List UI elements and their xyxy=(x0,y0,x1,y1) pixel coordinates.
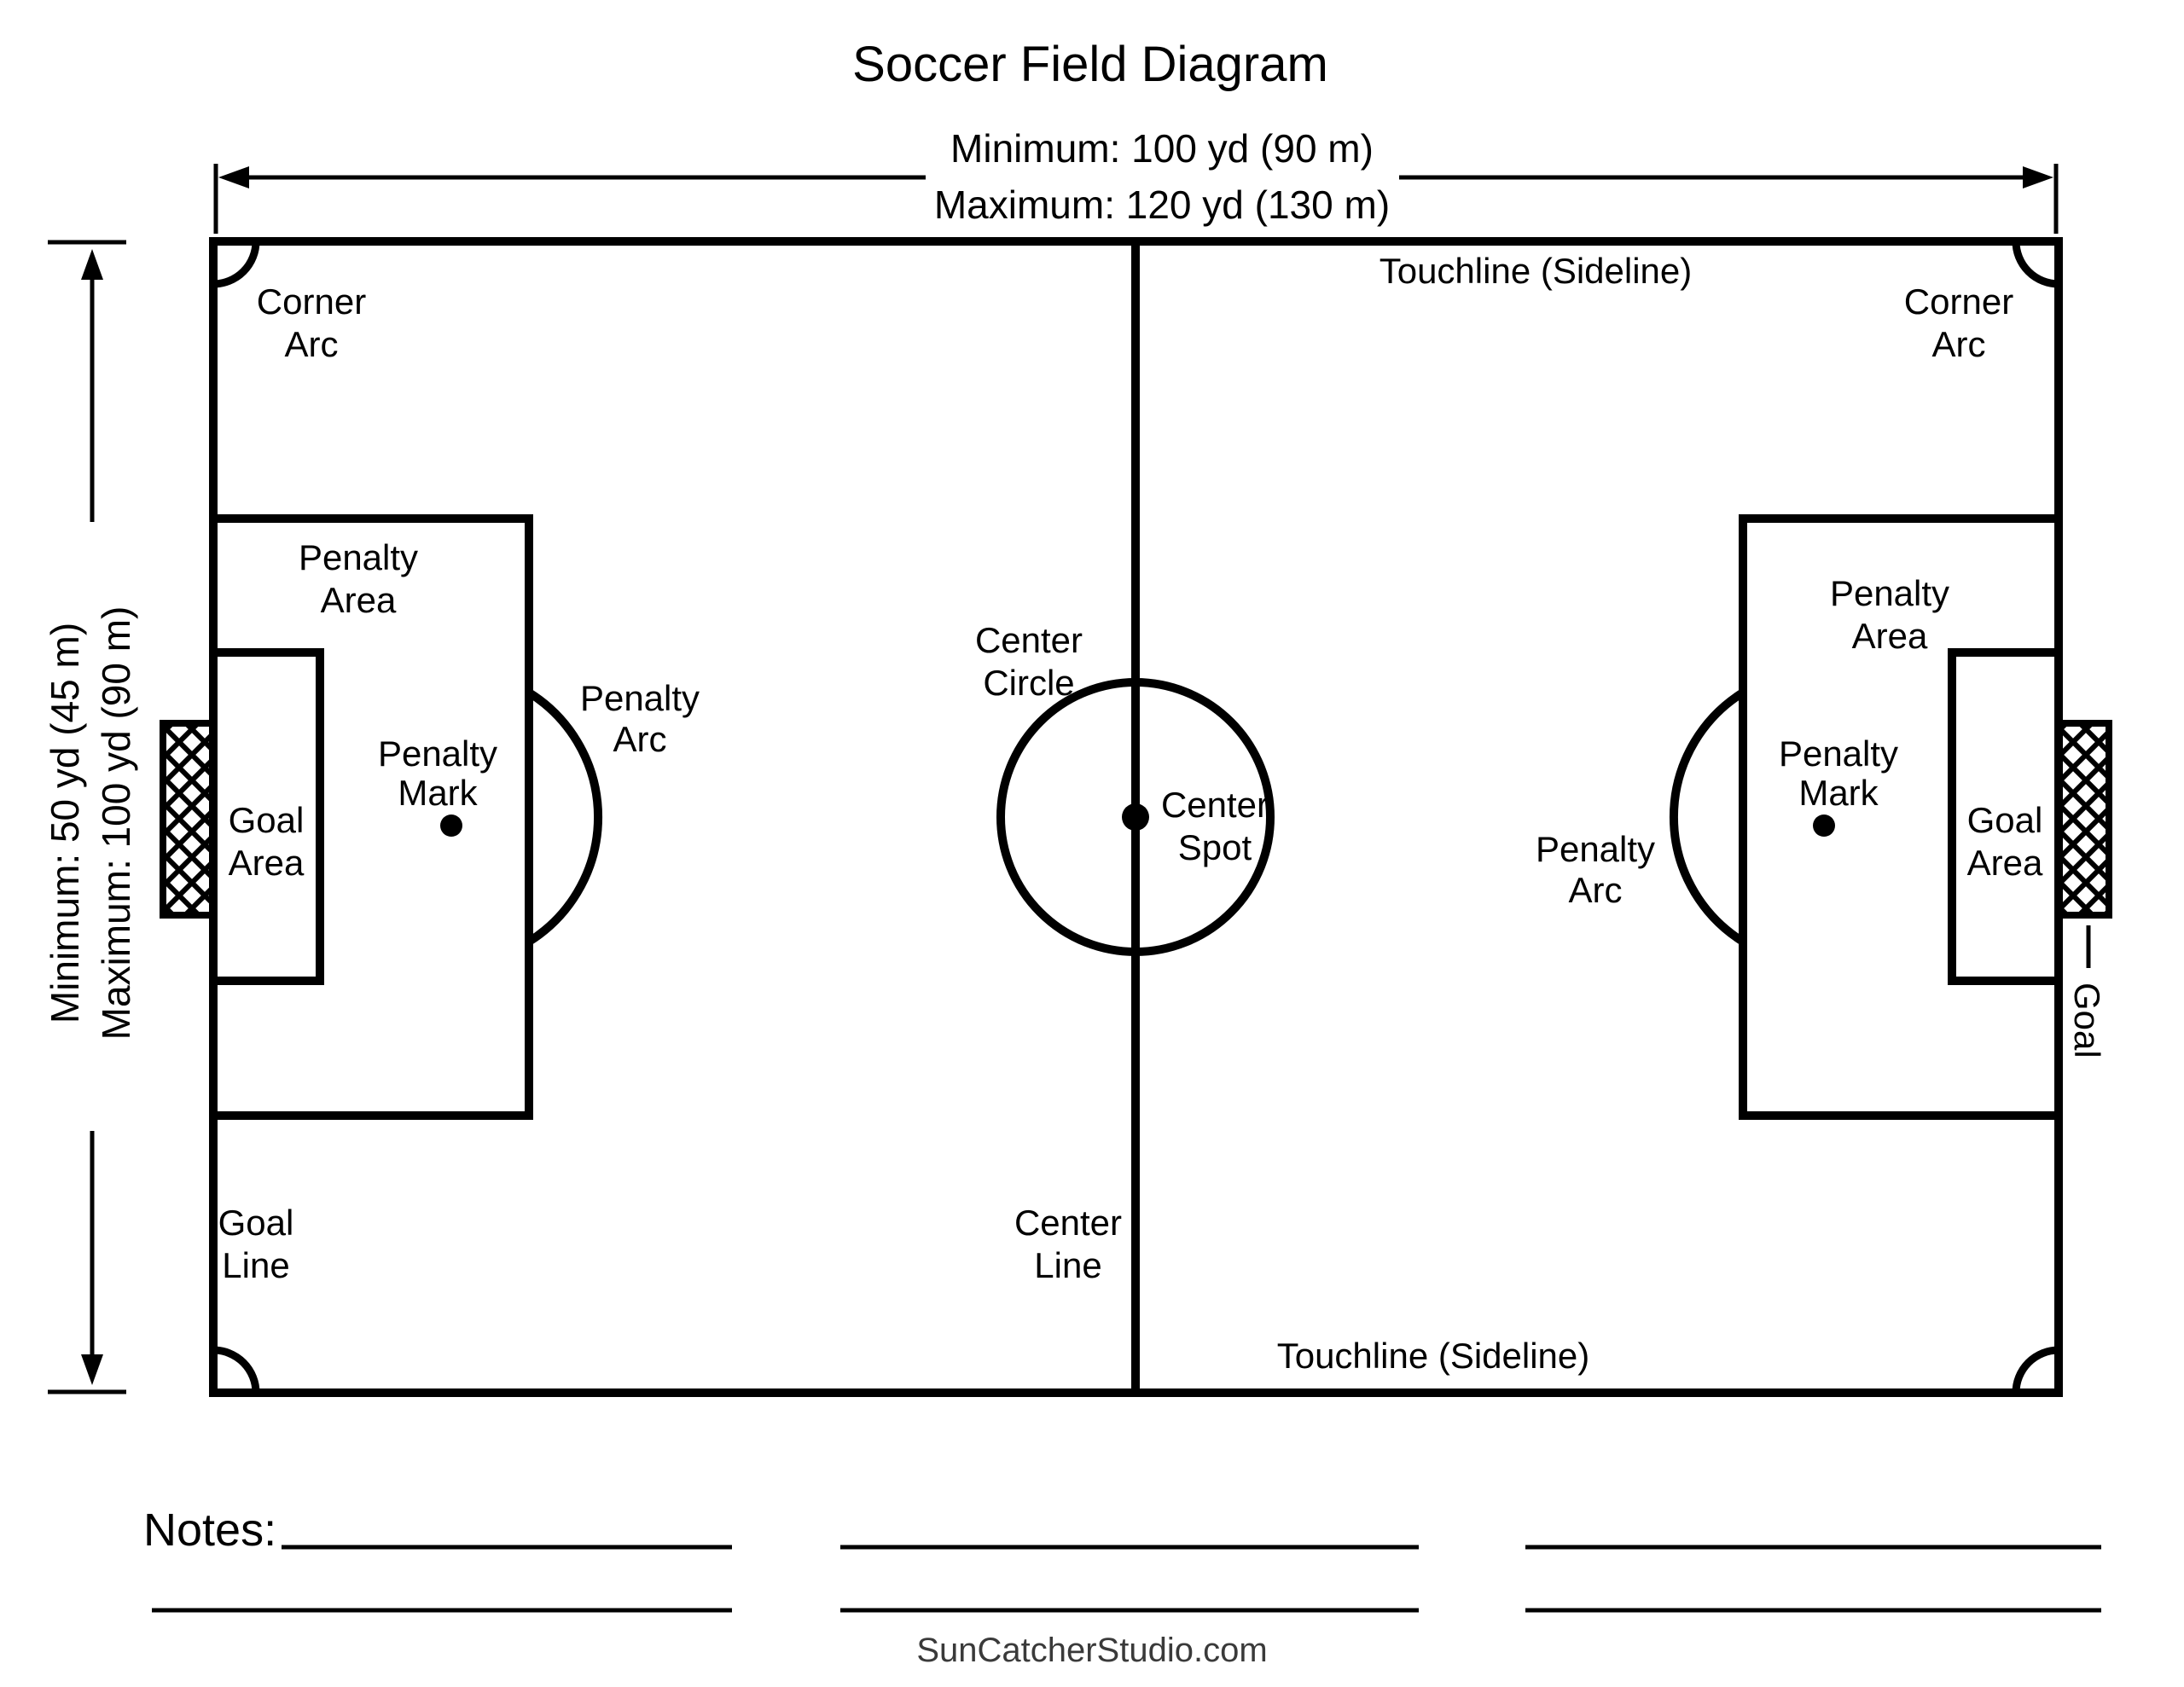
width-max-label: Maximum: 120 yd (130 m) xyxy=(934,183,1390,227)
notes-section: Notes: xyxy=(143,1504,2101,1613)
height-min-label: Minimum: 50 yd (45 m) xyxy=(43,623,87,1023)
penalty-arc-right xyxy=(1669,688,1745,946)
notes-label: Notes: xyxy=(143,1504,276,1556)
arrowhead-down-icon xyxy=(81,1354,103,1385)
center-spot-dot xyxy=(1122,803,1149,831)
arrowhead-left-icon xyxy=(218,166,249,188)
penalty-mark-dot-right xyxy=(1813,815,1835,837)
corner-arc-top-right xyxy=(2012,241,2059,288)
corner-arc-bottom-right xyxy=(2012,1346,2059,1394)
field xyxy=(160,237,2112,1397)
arrowhead-up-icon xyxy=(81,249,103,280)
goal-label: Goal xyxy=(2067,983,2107,1058)
width-min-label: Minimum: 100 yd (90 m) xyxy=(950,126,1374,171)
corner-arc-top-left xyxy=(212,241,260,288)
arrowhead-right-icon xyxy=(2023,166,2053,188)
touchline-label-bottom: Touchline (Sideline) xyxy=(1277,1336,1590,1376)
center-circle xyxy=(996,678,1275,956)
corner-arc-bottom-left xyxy=(212,1346,260,1394)
width-dimension: Minimum: 100 yd (90 m) Maximum: 120 yd (… xyxy=(213,126,2059,234)
height-max-label: Maximum: 100 yd (90 m) xyxy=(94,606,138,1041)
height-dimension: Minimum: 50 yd (45 m) Maximum: 100 yd (9… xyxy=(43,240,138,1394)
footer-site-credit: SunCatcherStudio.com xyxy=(916,1632,1267,1669)
goal-left xyxy=(160,720,217,919)
penalty-mark-dot-left xyxy=(440,815,462,837)
touchline-label-top: Touchline (Sideline) xyxy=(1380,251,1693,291)
penalty-arc-left xyxy=(526,688,603,946)
goal-right xyxy=(2055,720,2112,919)
page-title: Soccer Field Diagram xyxy=(852,37,1328,92)
